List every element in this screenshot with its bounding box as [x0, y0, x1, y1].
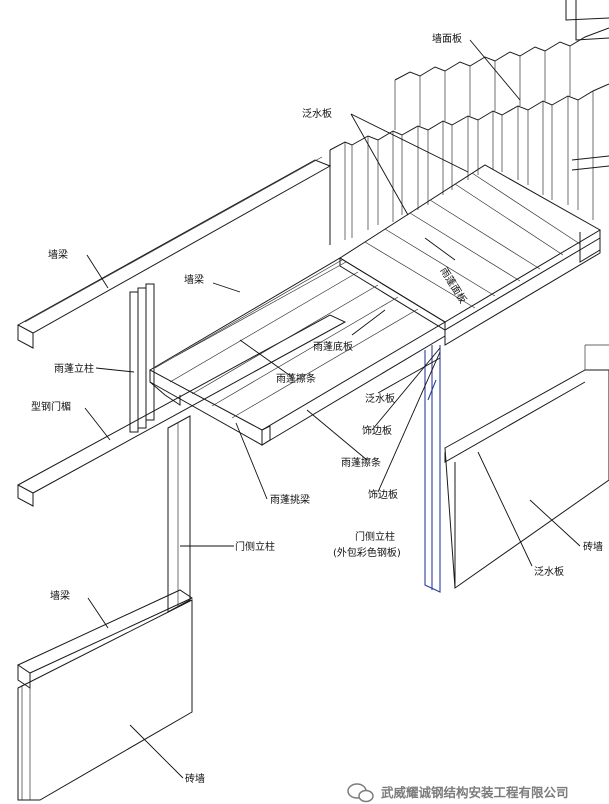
label-flashing-top: 泛水板: [302, 107, 332, 120]
label-wall-girt-mid: 墙梁: [184, 273, 204, 286]
label-trim-2: 饰边板: [368, 488, 398, 501]
label-parapet-wall-right: 砖墙: [583, 540, 603, 553]
label-brick-wall-bottom: 砖墙: [185, 772, 205, 785]
corrugated-wall-panel: [329, 0, 609, 245]
label-flashing-bottom: 泛水板: [534, 565, 564, 578]
label-wall-panel: 墙面板: [432, 32, 462, 45]
label-trim-1: 饰边板: [362, 424, 392, 437]
label-door-post-note-1: 门侧立柱: [355, 530, 395, 543]
labels: 墙面板 泛水板 墙梁 墙梁 雨蓬面板 雨蓬底板 雨蓬立柱 型钢门楣 雨蓬擦条 泛…: [31, 32, 603, 785]
wechat-icon: [347, 783, 374, 803]
right-brick-wall: [424, 344, 609, 593]
canopy-frame: [16, 156, 446, 613]
label-canopy-purlin-2: 雨蓬擦条: [341, 456, 381, 469]
label-canopy-post: 雨蓬立柱: [54, 362, 94, 375]
watermark: 武威耀诚钢结构安装工程有限公司: [347, 783, 569, 803]
label-wall-girt-bottom: 墙梁: [50, 589, 70, 602]
label-canopy-soffit: 雨蓬底板: [313, 340, 353, 353]
label-canopy-cantilever: 雨蓬挑梁: [270, 493, 310, 506]
label-wall-girt-left: 墙梁: [48, 248, 68, 261]
leader-lines: [84, 39, 581, 779]
canopy-deck: [339, 164, 601, 346]
lower-wall: [16, 589, 194, 801]
label-door-post-note-2: (外包彩色钢板): [333, 546, 401, 559]
label-flashing-mid: 泛水板: [365, 392, 395, 405]
label-canopy-purlin-1: 雨蓬擦条: [276, 372, 316, 385]
label-door-post: 门侧立柱: [235, 540, 275, 553]
label-steel-channel-lintel: 型钢门楣: [31, 400, 71, 413]
watermark-text: 武威耀诚钢结构安装工程有限公司: [381, 785, 569, 800]
